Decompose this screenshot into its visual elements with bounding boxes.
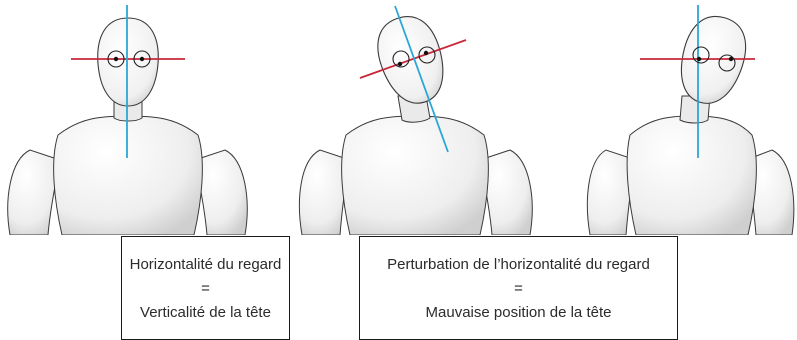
figure-tilted-left xyxy=(299,6,532,235)
figure-tilted-right xyxy=(587,5,793,235)
right-eye-pupil xyxy=(140,57,144,61)
caption-left-equals: = xyxy=(122,277,289,301)
caption-box-left: Horizontalité du regard = Verticalité de… xyxy=(121,236,290,340)
torso xyxy=(342,116,489,235)
left-eye-pupil xyxy=(398,62,402,66)
caption-right-equals: = xyxy=(360,277,677,301)
caption-left-line1: Horizontalité du regard xyxy=(122,253,289,277)
caption-box-right: Perturbation de l’horizontalité du regar… xyxy=(359,236,678,340)
torso xyxy=(54,116,203,235)
right-eye-pupil xyxy=(729,57,733,61)
left-eye-pupil xyxy=(114,57,118,61)
caption-left-line3: Verticalité de la tête xyxy=(122,301,289,325)
mannequin-illustrations xyxy=(0,0,797,235)
right-eye-pupil xyxy=(424,51,428,55)
left-arm xyxy=(8,150,60,235)
left-eye-pupil xyxy=(697,57,701,61)
torso xyxy=(627,116,756,235)
caption-right-line3: Mauvaise position de la tête xyxy=(360,301,677,325)
right-arm xyxy=(195,150,247,235)
caption-right-line1: Perturbation de l’horizontalité du regar… xyxy=(360,253,677,277)
figure-upright xyxy=(8,5,247,235)
